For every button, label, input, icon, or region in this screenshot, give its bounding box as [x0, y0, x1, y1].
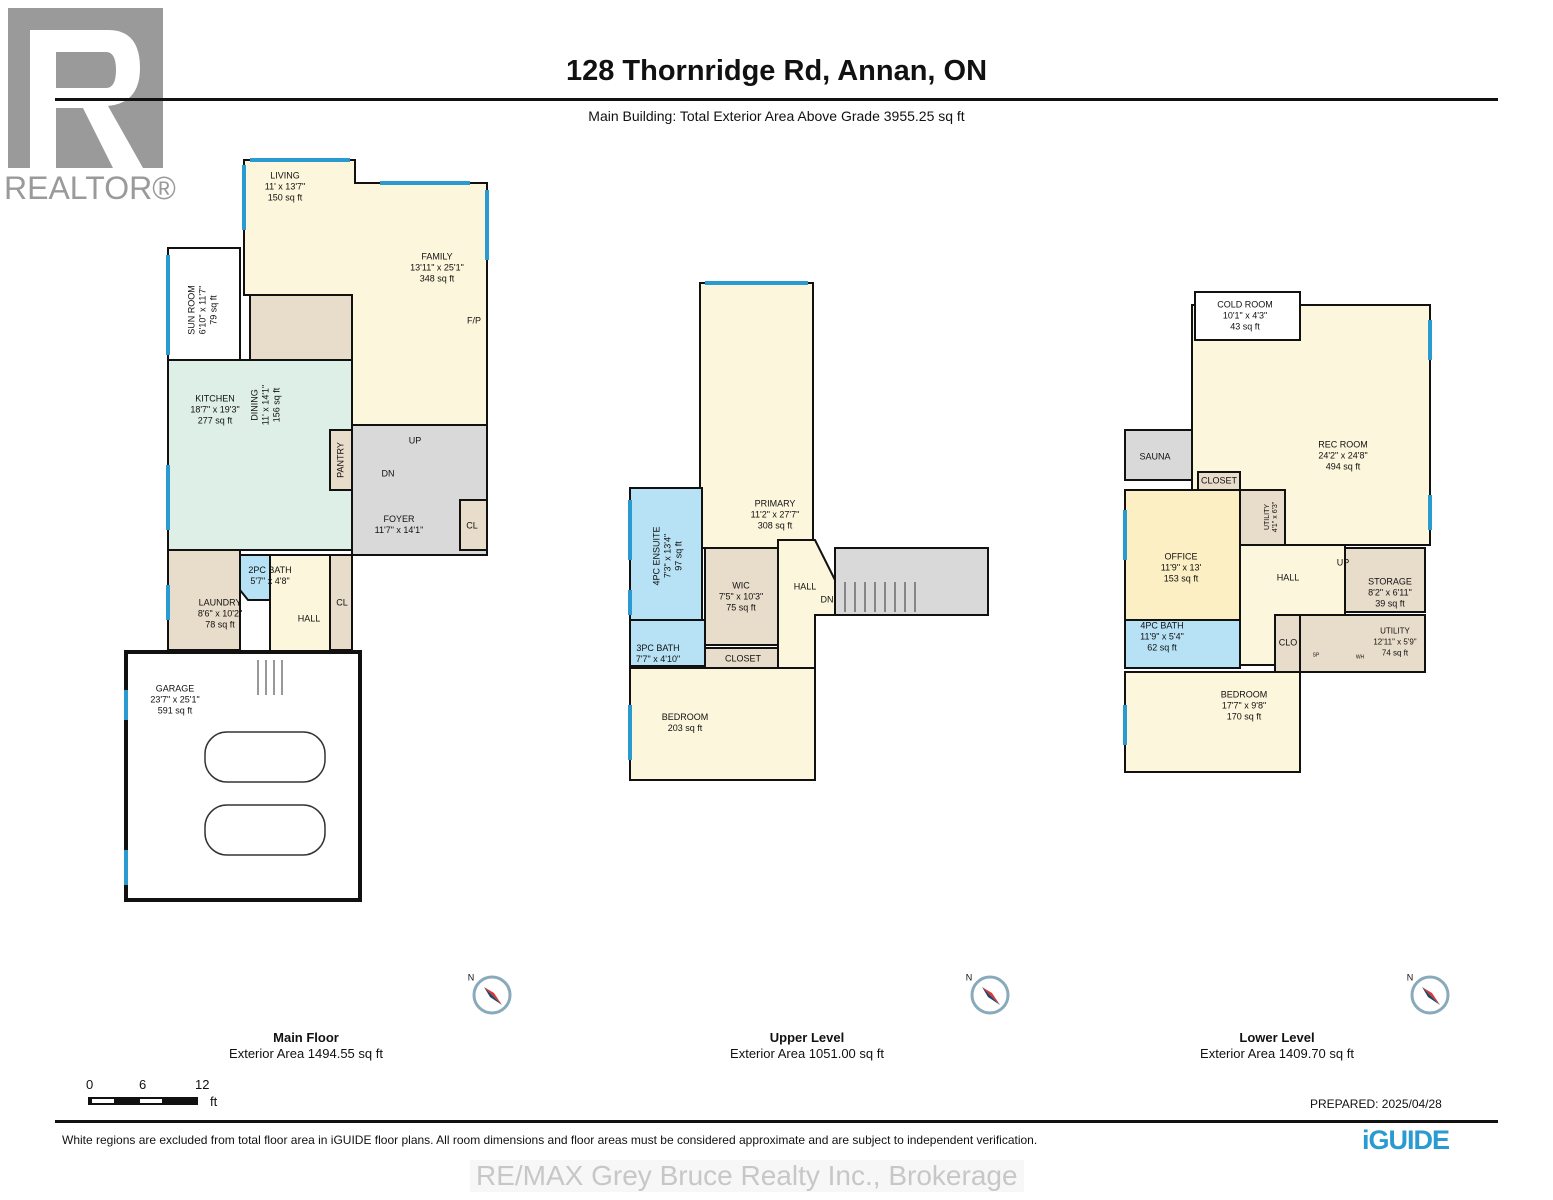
car-icons — [204, 731, 326, 856]
room-4pc-ensuite — [629, 487, 703, 621]
compass-icon-upper — [970, 975, 1010, 1015]
room-label-cl: CL — [336, 597, 348, 608]
prepared-date: PREPARED: 2025/04/28 — [1310, 1097, 1442, 1111]
iguide-logo: iGUIDE — [1362, 1125, 1450, 1155]
room-4pc-bath — [1124, 619, 1241, 669]
scale-tick: 0 — [86, 1077, 94, 1092]
compass-n-label: N — [467, 972, 475, 983]
sump-pump-label: SP — [1312, 652, 1320, 659]
stairs-up-label: UP — [408, 435, 422, 446]
room-label-closet: CLOSET — [1200, 475, 1238, 486]
stair-treads — [257, 582, 916, 695]
compass-n-label: N — [1406, 972, 1414, 983]
room-cl-foyer — [459, 499, 488, 551]
stairs-down-label: DN — [381, 468, 395, 479]
room-label-pantry: PANTRY — [335, 442, 346, 478]
scale-unit: ft — [210, 1094, 218, 1109]
scale-bar — [88, 1097, 198, 1105]
room-label-sauna: SAUNA — [1139, 451, 1171, 462]
stairs-upper — [834, 547, 989, 616]
windows — [124, 158, 1432, 885]
room-kitchen — [167, 359, 353, 551]
room-3pc-bath — [629, 619, 706, 667]
car-icon — [204, 731, 326, 783]
room-bedroom-lower — [1124, 671, 1301, 773]
stairs-down-label: DN — [820, 594, 834, 605]
room-storage — [1344, 547, 1426, 613]
compass-n-label: N — [965, 972, 973, 983]
room-office — [1124, 489, 1241, 621]
brokerage-watermark: RE/MAX Grey Bruce Realty Inc., Brokerage — [470, 1160, 1024, 1192]
footer-rule — [55, 1120, 1498, 1123]
room-label-hall: HALL — [297, 613, 321, 624]
car-icon — [204, 804, 326, 856]
room-label-cl: CL — [466, 520, 478, 531]
water-heater-label: WH — [1355, 654, 1365, 661]
room-cold-room — [1194, 291, 1301, 341]
page-title: 128 Thornridge Rd, Annan, ON — [565, 55, 988, 87]
compass-icons — [472, 975, 1450, 1015]
compass-icon-lower — [1410, 975, 1450, 1015]
realtor-wordmark: REALTOR® — [4, 170, 176, 206]
page-subtitle: Main Building: Total Exterior Area Above… — [588, 108, 965, 124]
room-label-hall: HALL — [793, 581, 817, 592]
room-sauna — [1124, 429, 1193, 481]
room-label-clo: CLO — [1278, 637, 1298, 648]
room-label-hall: HALL — [1276, 572, 1300, 583]
scale-tick: 6 — [139, 1077, 147, 1092]
room-pantry — [329, 429, 353, 491]
room-garage — [124, 650, 362, 902]
disclaimer: White regions are excluded from total fl… — [62, 1133, 1038, 1147]
compass-icon-main — [472, 975, 512, 1015]
room-label-closet: CLOSET — [724, 653, 762, 664]
room-rec-room — [1191, 304, 1431, 546]
stairs-up-label: UP — [1336, 557, 1350, 568]
scale-tick: 12 — [195, 1077, 210, 1092]
room-2pc-bath — [239, 554, 271, 601]
fireplace-label: F/P — [466, 315, 482, 326]
header-rule — [55, 98, 1498, 101]
room-bedroom-upper — [629, 667, 816, 781]
room-utility — [1299, 614, 1426, 673]
